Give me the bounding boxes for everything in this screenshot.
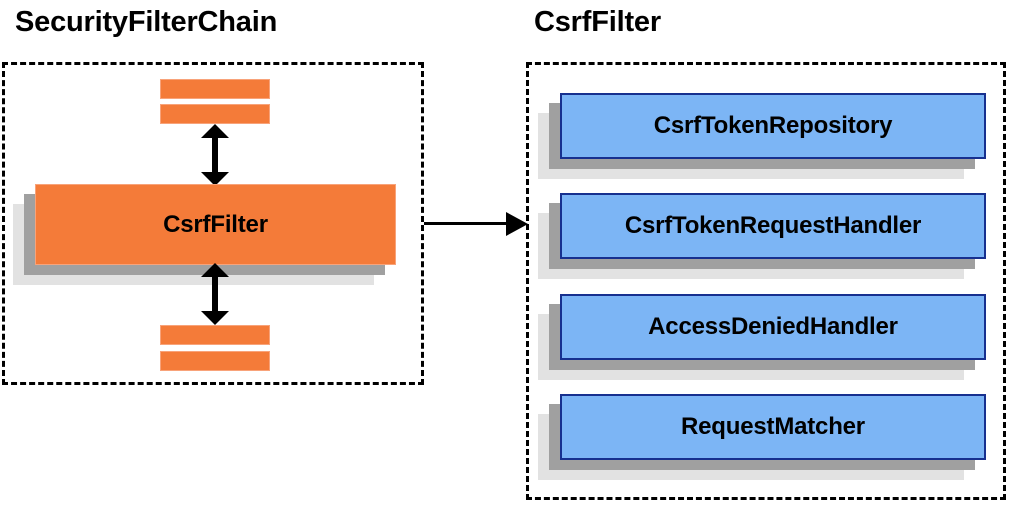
component-csrf-token-request-handler[interactable]: CsrfTokenRequestHandler xyxy=(538,193,986,279)
component-csrf-filter[interactable]: CsrfFilter xyxy=(13,184,396,285)
filter-stub-top-1 xyxy=(160,79,270,99)
arrow-head-up-icon xyxy=(201,263,229,277)
filter-stub-bottom-1 xyxy=(160,325,270,345)
component-csrf-token-repository[interactable]: CsrfTokenRepository xyxy=(538,93,986,179)
arrow-shaft xyxy=(424,222,508,225)
arrow-head-right-icon xyxy=(506,212,528,236)
page-title-security-filter-chain: SecurityFilterChain xyxy=(15,6,278,38)
component-face: CsrfTokenRepository xyxy=(560,93,986,159)
component-face: CsrfFilter xyxy=(35,184,396,265)
arrow-shaft xyxy=(212,135,218,175)
arrow-head-down-icon xyxy=(201,172,229,186)
component-face: AccessDeniedHandler xyxy=(560,294,986,360)
csrf-filter-container xyxy=(526,62,1006,500)
connector-arrow-icon xyxy=(424,212,528,236)
page-title-csrf-filter: CsrfFilter xyxy=(534,6,661,38)
bidirectional-arrow-bottom-icon xyxy=(201,263,229,325)
component-label: RequestMatcher xyxy=(681,413,865,440)
arrow-shaft xyxy=(212,274,218,314)
component-label: CsrfFilter xyxy=(163,210,268,238)
component-request-matcher[interactable]: RequestMatcher xyxy=(538,394,986,480)
component-label: CsrfTokenRequestHandler xyxy=(624,212,922,239)
arrow-head-down-icon xyxy=(201,311,229,325)
component-face: RequestMatcher xyxy=(560,394,986,460)
security-filter-chain-container xyxy=(2,62,424,385)
filter-stub-bottom-2 xyxy=(160,351,270,371)
component-access-denied-handler[interactable]: AccessDeniedHandler xyxy=(538,294,986,380)
component-label: AccessDeniedHandler xyxy=(648,313,898,340)
arrow-head-up-icon xyxy=(201,124,229,138)
component-label: CsrfTokenRepository xyxy=(653,112,893,139)
filter-stub-top-2 xyxy=(160,104,270,124)
bidirectional-arrow-top-icon xyxy=(201,124,229,186)
component-face: CsrfTokenRequestHandler xyxy=(560,193,986,259)
